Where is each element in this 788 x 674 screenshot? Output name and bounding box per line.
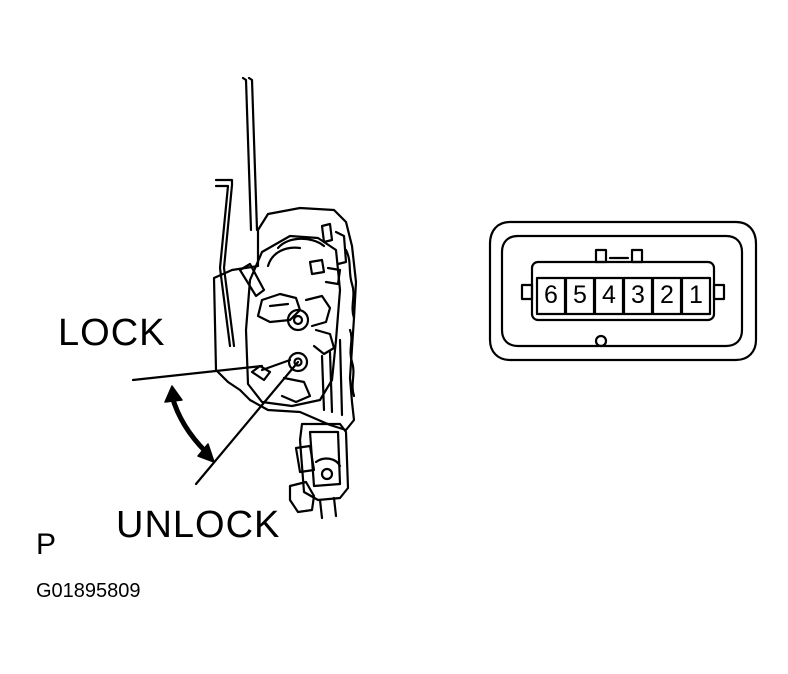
unlock-label: UNLOCK: [116, 504, 281, 546]
arrow-head-top: [164, 385, 183, 403]
connector-pin-6: 6: [544, 281, 558, 309]
arrow-head-bottom: [197, 443, 215, 463]
connector-pin-1: 1: [689, 281, 703, 309]
lock-unlock-indicator: [131, 360, 300, 486]
lock-label: LOCK: [58, 312, 166, 354]
rotation-arrow: [169, 393, 209, 455]
connector-pin-5: 5: [573, 281, 587, 309]
lock-position-line: [131, 364, 264, 382]
unlock-position-line: [194, 360, 300, 486]
connector-pin-3: 3: [631, 281, 645, 309]
door-lock-assembly: [212, 76, 358, 520]
view-label: P: [36, 528, 57, 561]
connector-pin-2: 2: [660, 281, 674, 309]
connector-pin-4: 4: [602, 281, 616, 309]
connector-terminal-view: [488, 220, 758, 362]
figure-code: G01895809: [36, 580, 141, 602]
